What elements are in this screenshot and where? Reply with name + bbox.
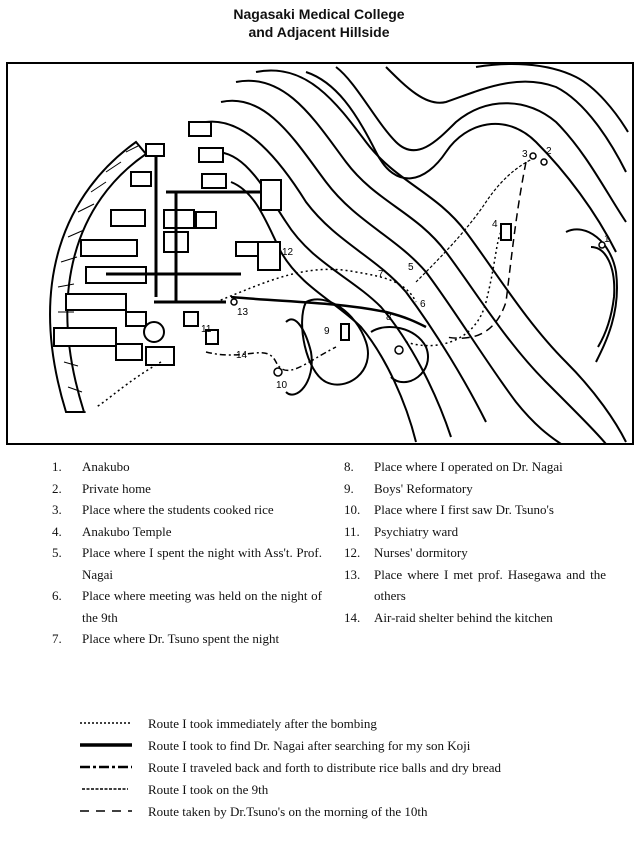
map-label-13: 13 xyxy=(237,307,249,318)
map-label-9: 9 xyxy=(324,326,330,337)
map-label-12: 12 xyxy=(282,247,294,258)
map-label-4: 4 xyxy=(492,219,498,230)
legend-item: 3.Place where the students cooked rice xyxy=(52,502,274,517)
legend-item: 11.Psychiatry ward xyxy=(344,523,459,539)
route-sample-thick xyxy=(78,735,134,757)
legend-item: 9.Boys' Reformatory xyxy=(344,480,473,496)
route-item: Route I took to find Dr. Nagai after sea… xyxy=(78,735,623,757)
legend-item: 13.Place where I met prof. Hasegawa and … xyxy=(344,566,606,604)
map-label-1: 1 xyxy=(604,234,610,245)
legend-item: 8.Place where I operated on Dr. Nagai xyxy=(344,459,563,474)
legend-item: 4.Anakubo Temple xyxy=(52,523,172,539)
map-label-5: 5 xyxy=(408,262,414,273)
route-sample-dash-dot xyxy=(78,757,134,779)
map-label-2: 2 xyxy=(546,146,552,157)
map-markers xyxy=(230,152,606,377)
building-corridors xyxy=(106,157,261,304)
map-label-6: 6 xyxy=(420,299,426,310)
route-sample-dotted xyxy=(78,713,134,735)
site-map: 1 2 3 4 5 6 7 8 9 10 11 12 13 14 xyxy=(6,62,634,445)
legend-item: 6.Place where meeting was held on the ni… xyxy=(52,588,322,625)
route-sample-long-dash xyxy=(78,801,134,823)
legend-item: 2.Private home xyxy=(52,480,151,496)
map-title-line2: and Adjacent Hillside xyxy=(248,24,390,40)
college-buildings xyxy=(53,121,512,366)
map-label-10: 10 xyxy=(276,380,288,391)
map-label-7: 7 xyxy=(378,269,384,280)
contour-lines xyxy=(205,63,629,445)
map-label-11: 11 xyxy=(201,324,212,335)
map-label-14: 14 xyxy=(236,350,248,361)
route-item: Route I took on the 9th xyxy=(78,779,623,801)
legend-left: 1.Anakubo 2.Private home 3.Place where t… xyxy=(52,456,322,650)
route-item: Route I took immediately after the bombi… xyxy=(78,713,623,735)
map-title-line1: Nagasaki Medical College xyxy=(233,6,405,22)
route-legend: Route I took immediately after the bombi… xyxy=(78,713,623,823)
route-item: Route taken by Dr.Tsuno's on the morning… xyxy=(78,801,623,823)
legend-item: 1.Anakubo xyxy=(52,459,130,474)
legend-item: 5.Place where I spent the night with Ass… xyxy=(52,545,322,582)
legend-item: 14.Air-raid shelter behind the kitchen xyxy=(344,609,553,625)
legend-item: 12.Nurses' dormitory xyxy=(344,545,468,560)
route-sample-fine-dash xyxy=(78,779,134,801)
route-lines xyxy=(95,156,537,408)
map-label-8: 8 xyxy=(386,312,392,323)
legend-item: 10.Place where I first saw Dr. Tsuno's xyxy=(344,502,554,517)
map-label-3: 3 xyxy=(522,149,528,160)
route-item: Route I traveled back and forth to distr… xyxy=(78,757,623,779)
legend-right: 8.Place where I operated on Dr. Nagai 9.… xyxy=(344,456,606,628)
legend-item: 7.Place where Dr. Tsuno spent the night xyxy=(52,631,280,646)
